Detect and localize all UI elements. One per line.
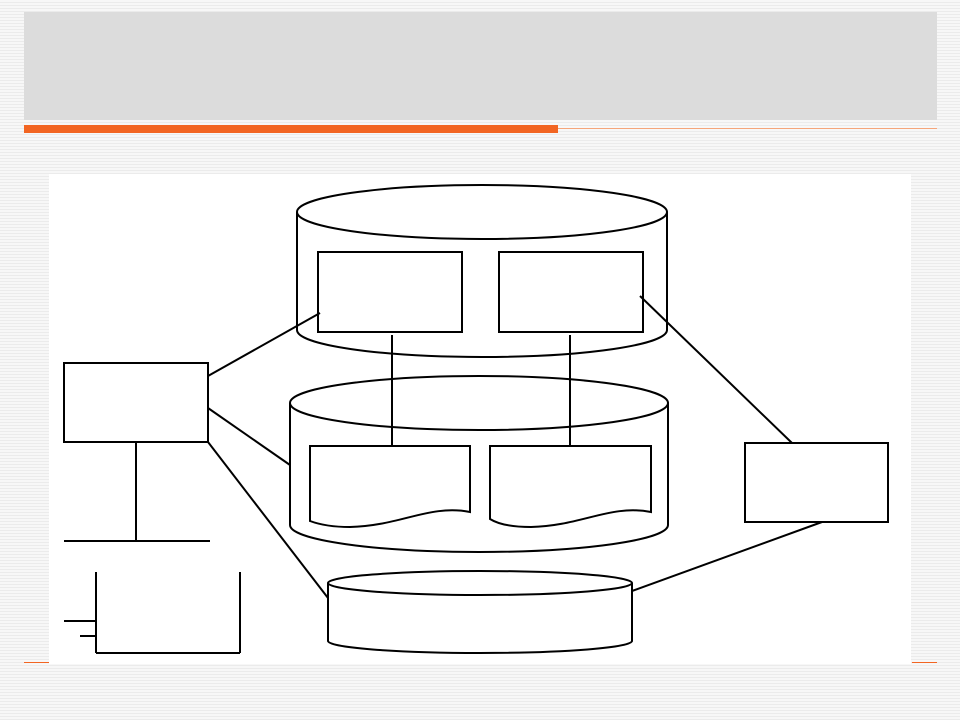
orange-accent-line — [558, 128, 937, 129]
bottom-cylinder-lid — [327, 570, 633, 596]
orange-accent-bar — [24, 125, 558, 133]
edge-right-box-to-bottom-cylinder — [631, 521, 823, 592]
middle-left-document — [309, 445, 471, 529]
architecture-diagram — [63, 184, 889, 654]
bottom-left-bracket — [64, 442, 241, 654]
middle-cylinder-lid — [289, 375, 669, 431]
edge-left-box-to-bottom-cylinder — [207, 441, 329, 599]
slide-title-band — [24, 12, 937, 120]
top-right-box — [498, 251, 644, 333]
footer-accent-left — [24, 662, 50, 663]
edge-top-right-box-to-right-box — [639, 295, 793, 444]
edge-left-box-to-middle-cylinder — [207, 407, 291, 466]
top-left-box — [317, 251, 463, 333]
bottom-cylinder — [327, 570, 633, 654]
top-cylinder-lid — [296, 184, 668, 240]
left-box — [63, 362, 209, 443]
bottom-cylinder-body — [327, 583, 633, 654]
middle-right-document — [489, 445, 652, 529]
right-box — [744, 442, 889, 523]
footer-accent-right — [912, 662, 937, 663]
edge-left-box-to-top-left-box — [207, 312, 321, 377]
diagram-canvas — [49, 174, 911, 664]
